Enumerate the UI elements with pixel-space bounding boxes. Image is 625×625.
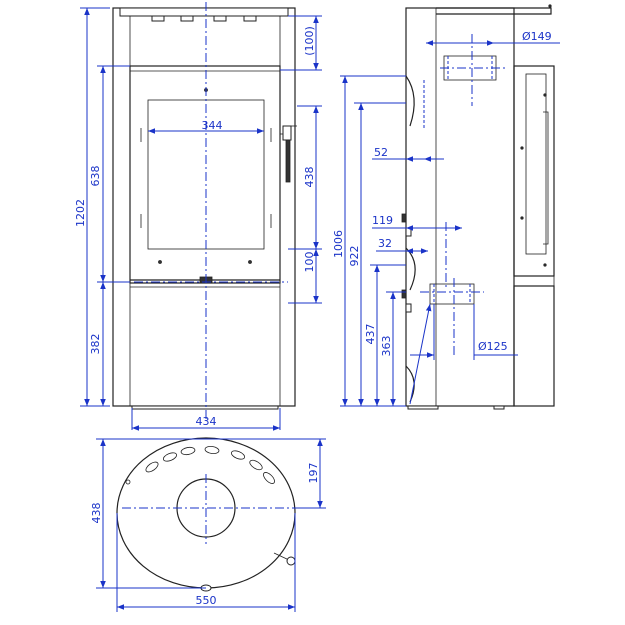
dim-base-height: 382 <box>89 334 102 355</box>
front-dimensions: 1202 638 382 344 (100) 438 100 434 <box>74 7 322 431</box>
dim-air-inlet-height: 363 <box>380 336 393 357</box>
dim-top-outlet-height: 1006 <box>332 230 345 258</box>
dim-total-height: 1202 <box>74 199 87 227</box>
dim-ash-offset: 100 <box>303 252 316 273</box>
dim-rear-outlet-diameter: Ø125 <box>478 340 508 353</box>
dim-total-width: 434 <box>196 415 217 428</box>
dim-plan-depth-to-center: 197 <box>307 463 320 484</box>
front-top-plate <box>119 7 289 17</box>
dim-plan-width: 550 <box>196 594 217 607</box>
plan-dimensions: 197 438 550 <box>90 438 326 612</box>
dim-handle-depth: 52 <box>374 146 388 159</box>
front-top-vents <box>151 15 257 22</box>
dim-top-offset: (100) <box>303 26 316 56</box>
dim-rear-outlet-top-height: 922 <box>348 246 361 267</box>
dim-plan-depth: 438 <box>90 503 103 524</box>
front-door <box>129 65 281 284</box>
front-body-outline <box>112 7 296 407</box>
plan-vent-slots <box>125 445 275 485</box>
side-dimensions: Ø149 52 119 32 1006 922 437 363 <box>332 30 560 407</box>
side-rear-outlet <box>429 283 475 305</box>
dim-door-width: 344 <box>202 119 223 132</box>
dim-air-inlet-depth: 119 <box>372 214 393 227</box>
dim-top-outlet-diameter: Ø149 <box>522 30 552 43</box>
dim-inlet-offset: 32 <box>378 237 392 250</box>
dim-door-height: 638 <box>89 166 102 187</box>
dim-door-to-ash: 438 <box>303 167 316 188</box>
dim-rear-outlet-center-height: 437 <box>364 324 377 345</box>
side-view <box>401 4 555 410</box>
front-door-handle <box>280 125 297 183</box>
front-view <box>112 7 297 410</box>
